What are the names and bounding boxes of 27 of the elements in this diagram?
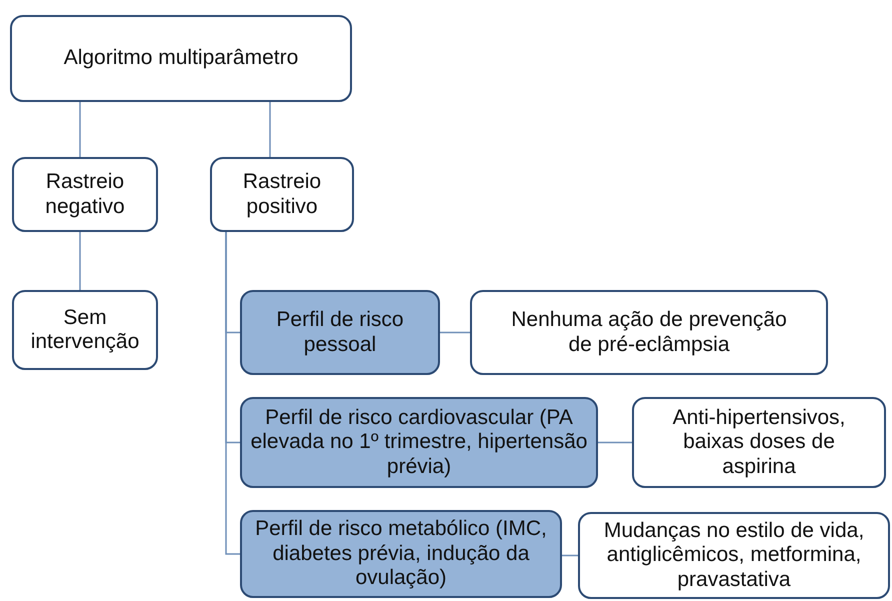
process-box: [12, 290, 158, 370]
node-text: Nenhuma ação de prevenção de pré-eclâmpsia: [510, 308, 788, 357]
connector-line: [79, 232, 81, 290]
process-box: [632, 397, 886, 488]
node-text: Algoritmo multiparâmetro: [62, 46, 300, 71]
node-text: Anti-hipertensivos, baixas doses de aspirina: [672, 406, 846, 480]
node-text: Rastreio negativo: [44, 170, 126, 219]
process-box: [12, 157, 158, 232]
process-box: [210, 157, 354, 232]
connector-line: [440, 332, 470, 334]
connector-line: [598, 442, 632, 444]
connector-line: [79, 102, 81, 157]
process-box: [10, 15, 352, 102]
node-text: Perfil de risco pessoal: [275, 308, 405, 357]
risk-profile-box: [240, 290, 440, 375]
node-text: Rastreio positivo: [242, 170, 322, 219]
connector-line: [269, 102, 271, 157]
node-text: Sem intervenção: [30, 306, 140, 354]
node-text: Perfil de risco metabólico (IMC, diabetes prévia, indução da ovulação): [254, 517, 548, 591]
risk-profile-box: [240, 397, 598, 488]
process-box: [578, 512, 890, 599]
node-text: Perfil de risco cardiovascular (PA elevada no 1º trimestre, hipertensão prévia): [250, 406, 588, 480]
process-box: [470, 290, 828, 375]
connector-line: [562, 554, 578, 556]
risk-profile-box: [240, 510, 562, 598]
node-text: Mudanças no estilo de vida, antiglicêmicos, metformina, pravastativa: [602, 518, 866, 592]
connector-line: [225, 232, 240, 555]
